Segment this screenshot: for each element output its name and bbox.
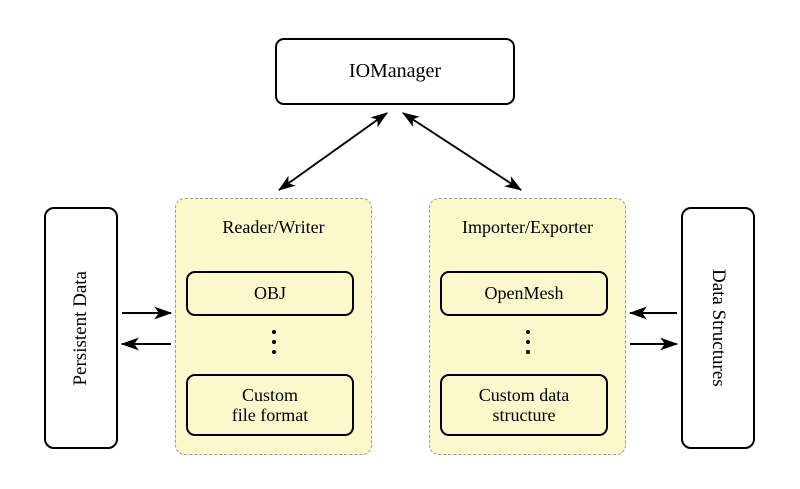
- data-structures-label: Data Structures: [708, 269, 729, 387]
- data-structures-box[interactable]: Data Structures: [681, 207, 755, 449]
- openmesh-box[interactable]: OpenMesh: [440, 271, 608, 316]
- reader-writer-vertical-ellipsis-icon: [176, 324, 371, 360]
- obj-label: OBJ: [253, 283, 286, 304]
- openmesh-label: OpenMesh: [484, 283, 564, 304]
- importer-exporter-panel-title: Importer/Exporter: [462, 217, 593, 237]
- io-manager-label: IOManager: [348, 60, 442, 83]
- persistent-data-label: Persistent Data: [70, 270, 91, 386]
- obj-box[interactable]: OBJ: [186, 271, 354, 316]
- io-manager-box[interactable]: IOManager: [275, 38, 515, 105]
- arrow-io-manager-importer-exporter: [402, 112, 522, 191]
- reader-writer-panel-title: Reader/Writer: [222, 217, 325, 237]
- arrow-io-manager-reader-writer: [278, 112, 388, 191]
- importer-exporter-vertical-ellipsis-icon: [430, 324, 625, 360]
- persistent-data-box[interactable]: Persistent Data: [44, 207, 118, 449]
